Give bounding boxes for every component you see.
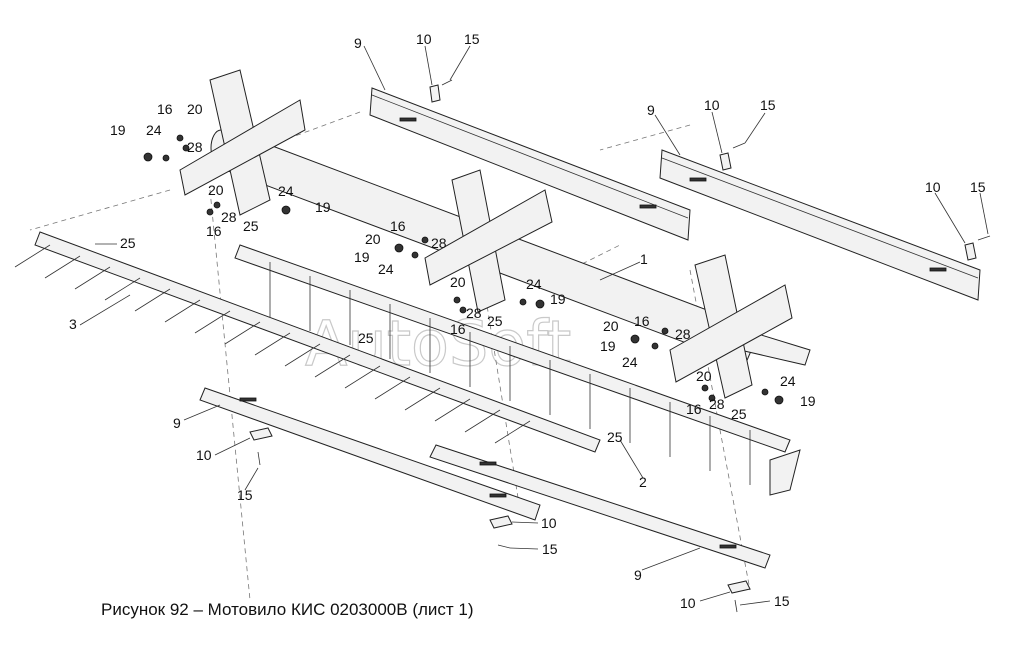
figure-caption: Рисунок 92 – Мотовило КИС 0203000В (лист… <box>101 600 474 619</box>
callout-19: 16 <box>157 101 173 117</box>
callout-16: 25 <box>358 330 374 346</box>
callout-19: 16 <box>390 218 406 234</box>
callout-28: 28 <box>675 326 691 342</box>
bolts <box>257 79 991 613</box>
callout-15: 15 <box>760 97 776 113</box>
callout-9: 9 <box>354 35 362 51</box>
callout-24: 20 <box>696 368 712 384</box>
callout-16: 25 <box>243 218 259 234</box>
callout-25: 24 <box>378 261 394 277</box>
callout-labels: 9 10 15 9 10 15 10 15 16 20 19 24 28 20 … <box>69 31 986 611</box>
callout-20: 19 <box>800 393 816 409</box>
reel-bar-top-left <box>369 87 691 241</box>
callout-25: 24 <box>526 276 542 292</box>
reel-spider-right <box>669 254 793 399</box>
callout-28: 28 <box>431 235 447 251</box>
callout-3: 3 <box>69 316 77 332</box>
fasteners <box>143 134 784 405</box>
callout-28: 28 <box>221 209 237 225</box>
callout-24: 20 <box>450 274 466 290</box>
reel-spider-left <box>179 69 306 216</box>
callout-25: 24 <box>780 373 796 389</box>
callout-10: 10 <box>416 31 432 47</box>
callout-15: 15 <box>237 487 253 503</box>
tine-shaft-front <box>14 231 601 453</box>
callout-15: 15 <box>464 31 480 47</box>
callout-16: 25 <box>487 313 503 329</box>
clamp-plates <box>249 84 977 594</box>
callout-24: 20 <box>603 318 619 334</box>
callout-20: 19 <box>550 291 566 307</box>
callout-16: 25 <box>607 429 623 445</box>
callout-9: 9 <box>634 567 642 583</box>
callout-16: 25 <box>120 235 136 251</box>
callout-19: 16 <box>634 313 650 329</box>
callout-20: 19 <box>315 199 331 215</box>
callout-20: 19 <box>110 122 126 138</box>
callout-25: 24 <box>146 122 162 138</box>
callout-20: 19 <box>354 249 370 265</box>
reel-bar-bottom-right <box>429 444 771 569</box>
callout-28: 28 <box>709 396 725 412</box>
callout-9: 9 <box>173 415 181 431</box>
callout-28: 28 <box>187 139 203 155</box>
callout-24: 20 <box>365 231 381 247</box>
callout-19: 16 <box>686 401 702 417</box>
leader-lines <box>79 45 989 606</box>
callout-10: 10 <box>196 447 212 463</box>
callout-25: 24 <box>278 183 294 199</box>
callout-10: 10 <box>541 515 557 531</box>
callout-20: 19 <box>600 338 616 354</box>
callout-24: 20 <box>187 101 203 117</box>
callout-10: 10 <box>680 595 696 611</box>
callout-19: 16 <box>450 321 466 337</box>
callout-25: 24 <box>622 354 638 370</box>
callout-9: 9 <box>647 102 655 118</box>
callout-2: 2 <box>639 474 647 490</box>
callout-28: 28 <box>466 305 482 321</box>
callout-15: 15 <box>542 541 558 557</box>
reel-bar-top-right <box>659 149 981 301</box>
tine-shaft-rear <box>234 244 801 496</box>
callout-1: 1 <box>640 251 648 267</box>
callout-15: 15 <box>970 179 986 195</box>
reel-bar-bottom-left <box>199 387 541 521</box>
reel-spider-middle <box>424 169 553 313</box>
callout-15: 15 <box>774 593 790 609</box>
callout-16: 25 <box>731 406 747 422</box>
callout-10: 10 <box>925 179 941 195</box>
callout-19: 16 <box>206 223 222 239</box>
callout-10: 10 <box>704 97 720 113</box>
callout-24: 20 <box>208 182 224 198</box>
